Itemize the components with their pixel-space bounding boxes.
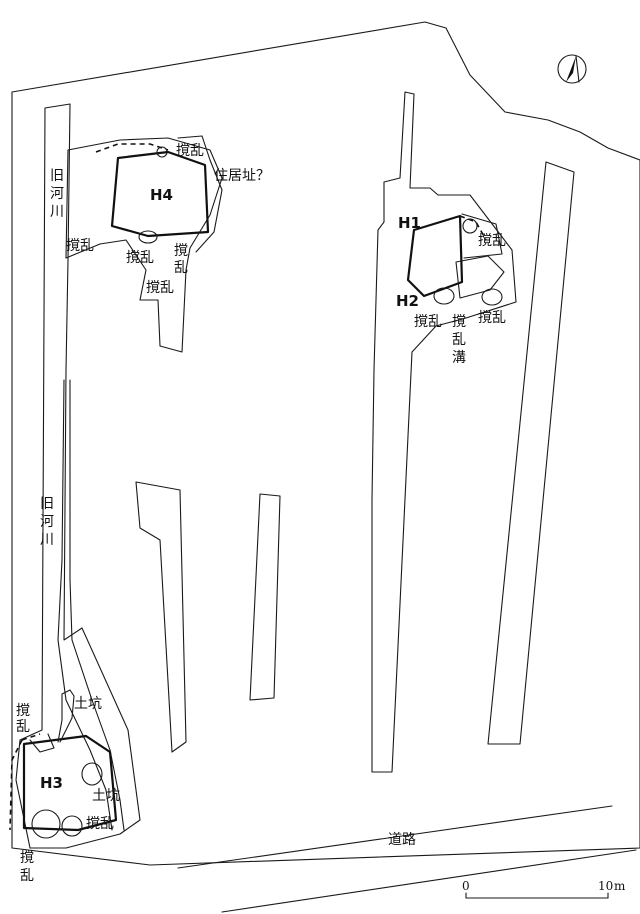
north-arrow-icon bbox=[557, 54, 587, 84]
label-disturbance-h4-vert-2: 乱 bbox=[174, 260, 188, 276]
trench-east-central bbox=[371, 91, 517, 773]
label-old-river-lower-1: 旧 bbox=[40, 496, 54, 512]
disturbance-pit-h3b bbox=[61, 815, 83, 837]
label-disturbance-h3-nw-1: 撹 bbox=[16, 703, 30, 719]
label-disturbance-ditch-1: 撹 bbox=[452, 314, 466, 330]
road-line-lower bbox=[221, 849, 637, 913]
pit-h3-north bbox=[57, 689, 75, 743]
dwelling-h1 bbox=[406, 214, 464, 298]
label-disturbance-h2-right: 撹乱 bbox=[478, 310, 506, 326]
label-h2: H2 bbox=[396, 292, 419, 310]
trench-middle-2 bbox=[249, 493, 281, 701]
h3-dashed-west bbox=[9, 739, 23, 831]
label-disturbance-h4-lower: 撹乱 bbox=[146, 280, 174, 296]
label-old-river-lower-3: 川 bbox=[40, 532, 54, 548]
dwelling-h2 bbox=[455, 255, 505, 299]
dwelling-h3 bbox=[22, 734, 118, 832]
label-disturbance-h3-south: 撹乱 bbox=[86, 816, 114, 832]
label-old-river-upper-3: 川 bbox=[50, 204, 64, 220]
site-boundary bbox=[11, 21, 640, 866]
trench-west bbox=[15, 103, 141, 849]
label-disturbance-h4-top: 撹乱 bbox=[176, 143, 204, 159]
disturbance-pit-h2b bbox=[481, 288, 503, 306]
label-disturbance-h3-nw-2: 乱 bbox=[16, 719, 30, 735]
label-old-river-upper-2: 河 bbox=[50, 186, 64, 202]
trench-middle-1 bbox=[135, 481, 187, 753]
label-h4: H4 bbox=[150, 186, 173, 204]
label-possible-dwelling: 住居址？ bbox=[214, 168, 270, 184]
disturbance-pit-h2a bbox=[433, 287, 455, 305]
disturbance-pit-h3a bbox=[31, 809, 61, 839]
label-disturbance-h3-bottom-2: 乱 bbox=[20, 868, 34, 884]
road-label: 道路 bbox=[388, 832, 416, 848]
disturbance-pit-h1 bbox=[462, 218, 478, 234]
label-disturbance-ditch-2: 乱 bbox=[452, 332, 466, 348]
trench-h4 bbox=[65, 137, 223, 353]
label-disturbance-h1: 撹乱 bbox=[478, 233, 506, 249]
scale-end-label: 10 bbox=[598, 879, 613, 893]
trench-east bbox=[487, 161, 575, 745]
disturbance-h3-nw bbox=[29, 733, 55, 753]
label-disturbance-h2-left: 撹乱 bbox=[414, 314, 442, 330]
label-old-river-upper-1: 旧 bbox=[50, 168, 64, 184]
scale-unit-label: m bbox=[614, 879, 626, 893]
label-disturbance-h3-bottom-1: 撹 bbox=[20, 850, 34, 866]
h1-disturbance-area bbox=[461, 213, 503, 259]
dwelling-h4 bbox=[110, 150, 210, 238]
h3-dashed-north bbox=[21, 733, 41, 741]
label-old-river-lower-2: 河 bbox=[40, 514, 54, 530]
scale-bar: 0 10 m bbox=[462, 879, 626, 899]
h1-dashed-edge bbox=[459, 215, 487, 241]
disturbance-pit-h4b bbox=[138, 230, 158, 244]
h4-northeast-outline bbox=[177, 135, 223, 253]
label-disturbance-ditch-3: 溝 bbox=[452, 350, 466, 366]
label-h3: H3 bbox=[40, 774, 63, 792]
label-h1: H1 bbox=[398, 214, 421, 232]
h4-dashed-edge bbox=[95, 143, 169, 153]
road-line-upper bbox=[177, 805, 613, 869]
disturbance-pit-h4a bbox=[156, 146, 168, 158]
label-disturbance-h4-vert-1: 撹 bbox=[174, 243, 188, 259]
label-disturbance-h4-west: 撹乱 bbox=[66, 238, 94, 254]
scale-start-label: 0 bbox=[462, 879, 470, 893]
old-river-channel-inner bbox=[69, 379, 125, 831]
label-pit-h3-east: 土坑 bbox=[92, 788, 120, 804]
label-disturbance-h4-mid: 撹乱 bbox=[126, 250, 154, 266]
label-pit-h3-north: 土坑 bbox=[74, 696, 102, 712]
pit-h3-east bbox=[81, 762, 103, 786]
old-river-channel bbox=[57, 379, 113, 831]
